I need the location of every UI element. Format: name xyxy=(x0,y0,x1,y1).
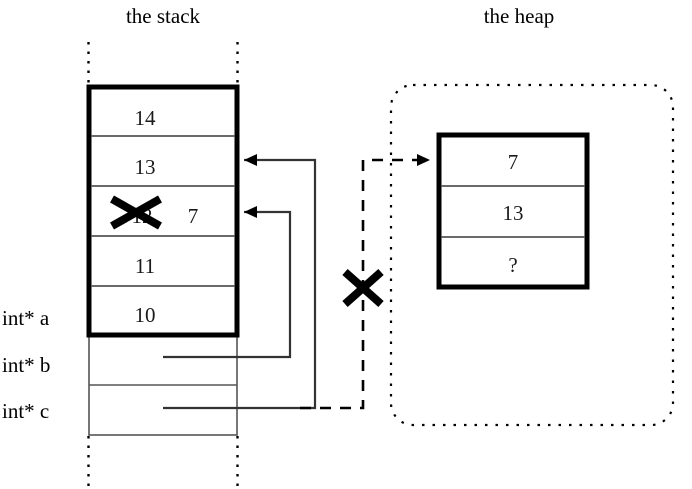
heap-cell-value-0: 7 xyxy=(508,150,519,174)
stack-title: the stack xyxy=(126,4,201,28)
stack-cell-value-0: 14 xyxy=(135,106,157,130)
stack-main-box xyxy=(86,84,240,338)
heap-title: the heap xyxy=(484,4,555,28)
heap-box xyxy=(436,132,590,290)
x-strike-12-icon xyxy=(110,195,162,230)
stack-cell-value-4: 10 xyxy=(135,303,156,327)
var-label-a: int* a xyxy=(2,306,50,330)
pointer-c-arrow xyxy=(163,154,317,410)
heap-boundary xyxy=(389,83,675,427)
heap-cell-value-1: 13 xyxy=(503,201,524,225)
pointer-b-arrow xyxy=(163,206,292,359)
var-label-b: int* b xyxy=(2,353,50,377)
stack-cell-value-1: 13 xyxy=(135,155,156,179)
var-label-c: int* c xyxy=(2,399,49,423)
stack-cell-new-value-2: 7 xyxy=(188,204,199,228)
x-strike-heap-pointer-icon xyxy=(342,269,384,307)
stack-cell-value-3: 11 xyxy=(135,254,155,278)
heap-cell-value-2: ? xyxy=(508,253,517,277)
